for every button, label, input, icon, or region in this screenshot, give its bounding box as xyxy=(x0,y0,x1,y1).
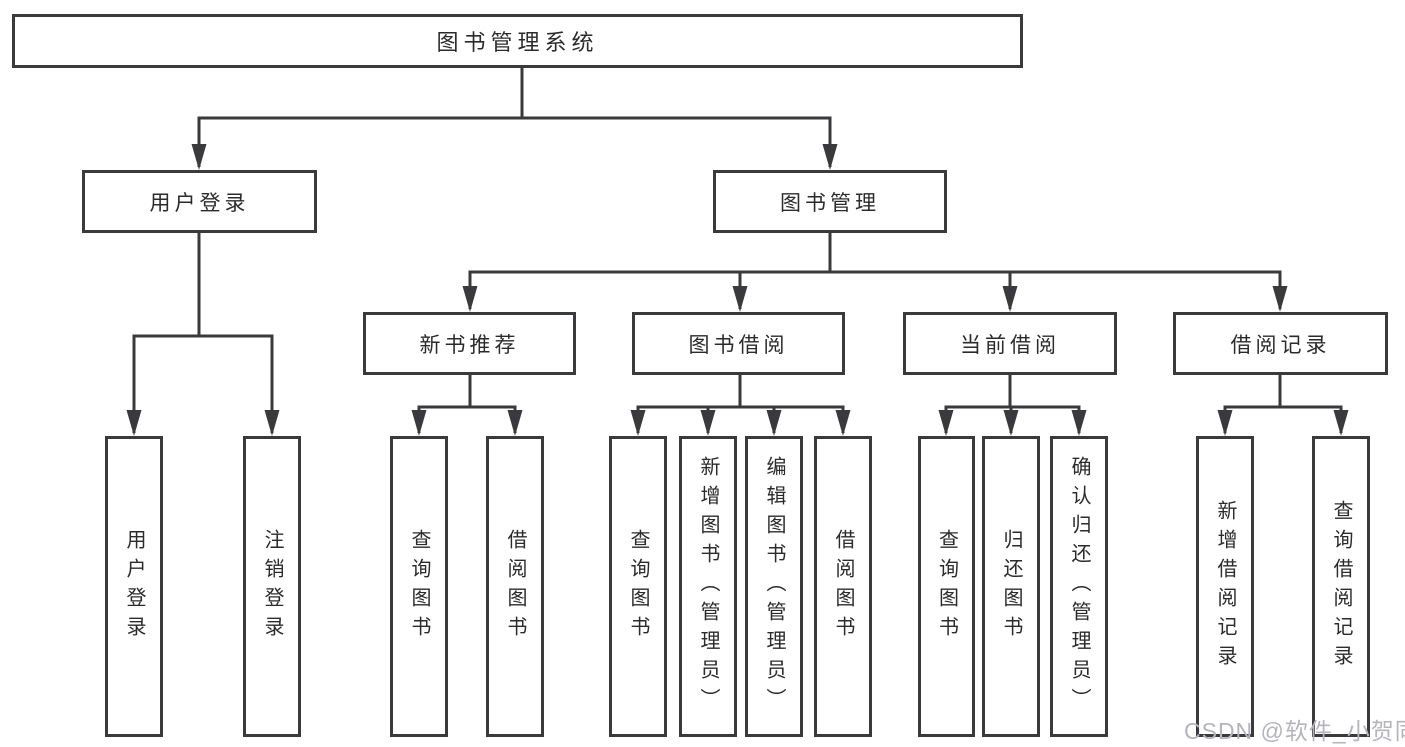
leaf-current-query-books: 查询图书 xyxy=(918,436,975,737)
leaf-label: 注销登录 xyxy=(261,528,283,645)
leaf-label: 用户登录 xyxy=(123,528,145,645)
leaf-label: 借阅图书 xyxy=(504,528,526,645)
leaf-label: 归还图书 xyxy=(1000,528,1022,645)
node-label: 借阅记录 xyxy=(1230,333,1331,357)
node-root-book-management-system: 图书管理系统 xyxy=(12,14,1023,68)
node-label: 当前借阅 xyxy=(960,333,1060,357)
node-label: 新书推荐 xyxy=(419,333,520,357)
leaf-borrow-edit-books-admin: 编辑图书（管理员） xyxy=(745,436,803,737)
node-label: 图书管理 xyxy=(780,191,880,215)
node-label: 用户登录 xyxy=(149,191,250,215)
leaf-user-login: 用户登录 xyxy=(105,436,163,737)
leaf-label: 借阅图书 xyxy=(832,528,854,645)
leaf-records-add-record: 新增借阅记录 xyxy=(1196,436,1254,737)
leaf-records-query-record: 查询借阅记录 xyxy=(1312,436,1370,737)
leaf-borrow-add-books-admin: 新增图书（管理员） xyxy=(679,436,737,737)
leaf-borrow-borrow-books: 借阅图书 xyxy=(814,436,872,737)
leaf-label: 确认归还（管理员） xyxy=(1068,456,1090,717)
node-new-book-recommend: 新书推荐 xyxy=(363,312,576,375)
leaf-label: 查询图书 xyxy=(408,528,430,645)
node-book-management: 图书管理 xyxy=(713,170,947,233)
leaf-logout: 注销登录 xyxy=(243,436,301,737)
leaf-label: 查询图书 xyxy=(627,528,649,645)
leaf-current-confirm-return-admin: 确认归还（管理员） xyxy=(1050,436,1108,737)
leaf-current-return-books: 归还图书 xyxy=(982,436,1040,737)
leaf-label: 新增图书（管理员） xyxy=(697,456,719,717)
arrowheads xyxy=(126,144,1349,436)
node-borrowing-records: 借阅记录 xyxy=(1173,312,1388,375)
node-user-login: 用户登录 xyxy=(82,170,317,233)
leaf-newbook-borrow-books: 借阅图书 xyxy=(486,436,544,737)
leaf-label: 查询借阅记录 xyxy=(1330,499,1352,674)
csdn-watermark: CSDN @软件_小贺同学 xyxy=(1184,718,1405,744)
node-current-borrowing: 当前借阅 xyxy=(903,312,1117,375)
node-book-borrowing: 图书借阅 xyxy=(632,312,845,375)
leaf-newbook-query-books: 查询图书 xyxy=(390,436,448,737)
node-label: 图书借阅 xyxy=(688,333,789,357)
leaf-label: 查询图书 xyxy=(935,528,958,645)
leaf-label: 新增借阅记录 xyxy=(1214,499,1236,674)
leaf-borrow-query-books: 查询图书 xyxy=(609,436,667,737)
node-label: 图书管理系统 xyxy=(436,30,599,55)
leaf-label: 编辑图书（管理员） xyxy=(763,456,785,717)
